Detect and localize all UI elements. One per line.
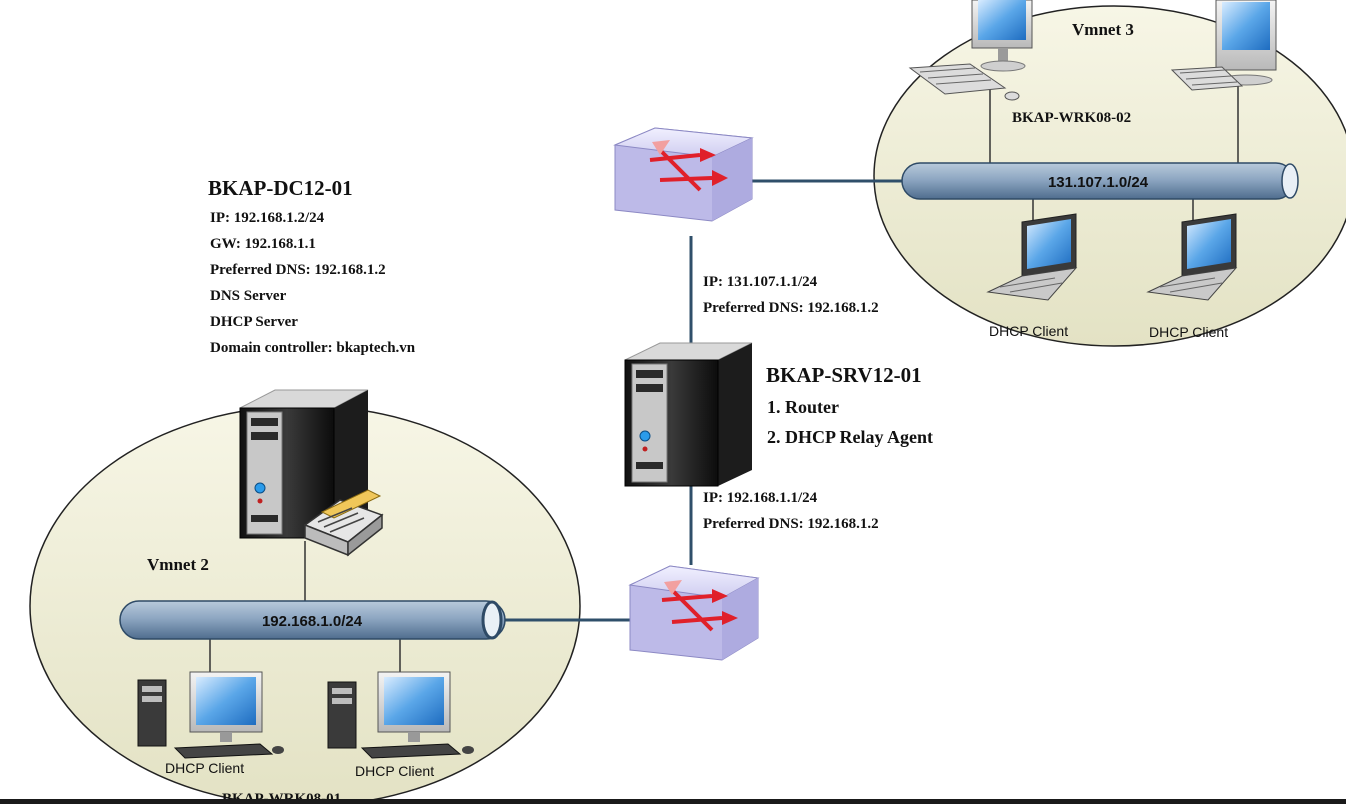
switch-top-icon	[613, 127, 754, 222]
links	[497, 179, 903, 622]
vmnet2-client-label-2: DHCP Client	[355, 763, 434, 779]
dc-role-dns: DNS Server	[210, 288, 287, 304]
router-lower-interface: IP: 192.168.1.1/24 Preferred DNS: 192.16…	[703, 490, 879, 532]
dc-role-domain-controller: Domain controller: bkaptech.vn	[210, 340, 416, 356]
dc-fax-printer-icon	[303, 489, 384, 557]
router-upper-dns: Preferred DNS: 192.168.1.2	[703, 300, 879, 316]
router-role-1: 1. Router	[767, 397, 839, 417]
vmnet2-client-label-1: DHCP Client	[165, 760, 244, 776]
vmnet3-client-label-2: DHCP Client	[1149, 324, 1228, 340]
vmnet3-label: Vmnet 3	[1072, 20, 1134, 39]
router-upper-interface: IP: 131.107.1.1/24 Preferred DNS: 192.16…	[703, 274, 879, 316]
vmnet2-bus: 192.168.1.0/24	[119, 600, 506, 640]
dc-details: IP: 192.168.1.2/24 GW: 192.168.1.1 Prefe…	[210, 210, 416, 356]
vmnet3-desktop-1-icon	[908, 0, 1033, 101]
router-role-2: 2. DHCP Relay Agent	[767, 427, 933, 447]
dc-name: BKAP-DC12-01	[208, 176, 353, 200]
router-name: BKAP-SRV12-01	[766, 363, 922, 387]
vmnet3-laptop-2-icon	[1146, 213, 1238, 301]
vmnet3-subnet-label: 131.107.1.0/24	[1048, 174, 1149, 191]
vmnet3-workstation-name: BKAP-WRK08-02	[1012, 110, 1131, 126]
router-upper-ip: IP: 131.107.1.1/24	[703, 274, 818, 290]
router-lower-ip: IP: 192.168.1.1/24	[703, 490, 818, 506]
vmnet3-laptop-1-icon	[986, 213, 1078, 301]
vmnet3-desktop-2-icon	[1170, 0, 1277, 91]
bottom-border	[0, 799, 1346, 804]
drop-lines	[209, 85, 1239, 672]
vmnet2-desktop-1-icon	[137, 671, 284, 759]
dc-ip: IP: 192.168.1.2/24	[210, 210, 325, 226]
switch-bottom-icon	[628, 565, 760, 661]
vmnet3-client-label-1: DHCP Client	[989, 323, 1068, 339]
dc-preferred-dns: Preferred DNS: 192.168.1.2	[210, 262, 386, 278]
vmnet2-subnet-label: 192.168.1.0/24	[262, 613, 363, 630]
dc-role-dhcp: DHCP Server	[210, 314, 298, 330]
vmnet2-desktop-2-icon	[327, 671, 474, 759]
router-lower-dns: Preferred DNS: 192.168.1.2	[703, 516, 879, 532]
vmnet3-bus: 131.107.1.0/24	[901, 162, 1299, 200]
vmnet2-label: Vmnet 2	[147, 555, 209, 574]
dc-gateway: GW: 192.168.1.1	[210, 236, 316, 252]
router-server-icon	[624, 342, 753, 487]
